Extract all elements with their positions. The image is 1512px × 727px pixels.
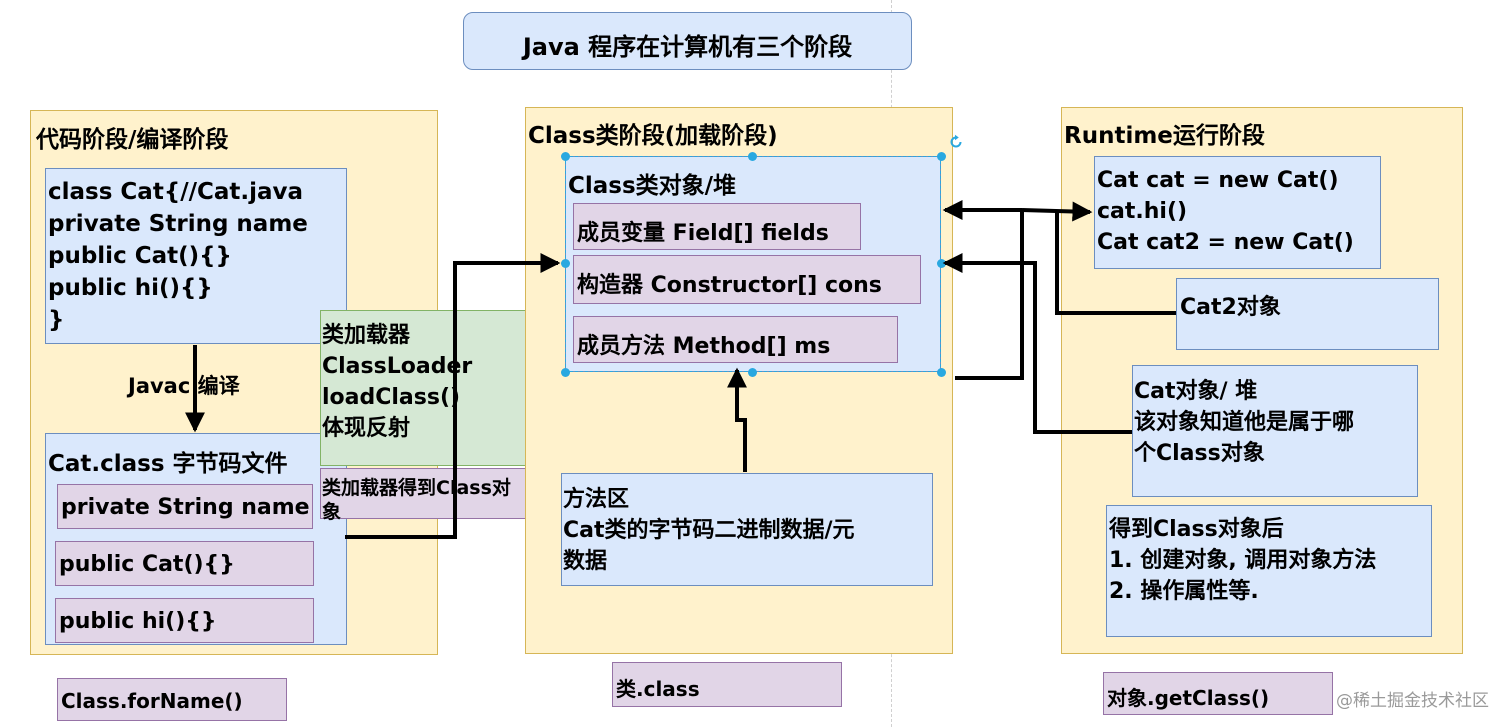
classloader-text: 类加载器 ClassLoader loadClass() 体现反射 <box>322 323 473 441</box>
after-get-class-box <box>1106 505 1432 637</box>
resize-handle[interactable] <box>748 152 757 161</box>
after-get-class-text: 得到Class对象后 1. 创建对象, 调用对象方法 2. 操作属性等. <box>1109 517 1377 604</box>
resize-handle[interactable] <box>748 368 757 377</box>
bytecode-item-label: public Cat(){} <box>59 552 235 577</box>
cat-object-text: Cat对象/ 堆 该对象知道他是属于哪 个Class对象 <box>1134 379 1355 466</box>
resize-handle[interactable] <box>561 259 570 268</box>
source-code-text: class Cat{//Cat.java private String name… <box>48 179 308 333</box>
member-box: 成员方法 Method[] ms <box>573 316 898 363</box>
rotate-icon[interactable] <box>948 134 964 150</box>
method-area-box <box>561 473 933 586</box>
member-box: 成员变量 Field[] fields <box>573 203 861 250</box>
watermark: @稀土掘金技术社区 <box>1336 691 1489 711</box>
stage-code-compile-label: 代码阶段/编译阶段 <box>36 127 229 153</box>
source-code-box <box>45 168 347 344</box>
resize-handle[interactable] <box>561 152 570 161</box>
bytecode-item-label: public hi(){} <box>59 609 217 634</box>
resize-handle[interactable] <box>937 259 946 268</box>
api-class-literal-box: 类.class <box>612 662 842 707</box>
member-label: 成员方法 Method[] ms <box>577 334 831 359</box>
diagram-title-box: Java 程序在计算机有三个阶段 <box>463 12 912 70</box>
stage-class-loading-label: Class类阶段(加载阶段) <box>528 123 778 149</box>
classloader-result-text: 类加载器得到Class对 象 <box>322 477 511 523</box>
cat2-object-text: Cat2对象 <box>1180 295 1281 320</box>
cat-object-link <box>955 210 1024 380</box>
bytecode-file-title: Cat.class 字节码文件 <box>48 451 288 477</box>
resize-handle[interactable] <box>937 152 946 161</box>
api-class-forname-box: Class.forName() <box>57 678 287 721</box>
method-area-text: 方法区 Cat类的字节码二进制数据/元 数据 <box>563 487 855 574</box>
bytecode-item: private String name <box>57 484 313 529</box>
member-label: 构造器 Constructor[] cons <box>577 273 882 298</box>
bytecode-item: public hi(){} <box>55 598 314 643</box>
api-class-literal: 类.class <box>616 677 700 701</box>
compile-label: Javac 编译 <box>128 374 240 398</box>
class-object-title: Class类对象/堆 <box>568 173 737 199</box>
resize-handle[interactable] <box>561 368 570 377</box>
api-class-forname: Class.forName() <box>61 689 243 713</box>
api-getclass: 对象.getClass() <box>1107 686 1270 710</box>
stage-runtime-label: Runtime运行阶段 <box>1064 123 1265 149</box>
bytecode-item: public Cat(){} <box>55 541 314 586</box>
diagram-title: Java 程序在计算机有三个阶段 <box>522 33 853 61</box>
api-getclass-box: 对象.getClass() <box>1103 672 1333 715</box>
cat-object-box <box>1132 365 1418 497</box>
member-box: 构造器 Constructor[] cons <box>573 255 921 304</box>
runtime-code-text: Cat cat = new Cat() cat.hi() Cat cat2 = … <box>1097 168 1354 255</box>
bytecode-item-label: private String name <box>61 495 310 520</box>
resize-handle[interactable] <box>937 368 946 377</box>
cat2-object-box: Cat2对象 <box>1176 278 1439 350</box>
member-label: 成员变量 Field[] fields <box>577 221 829 246</box>
